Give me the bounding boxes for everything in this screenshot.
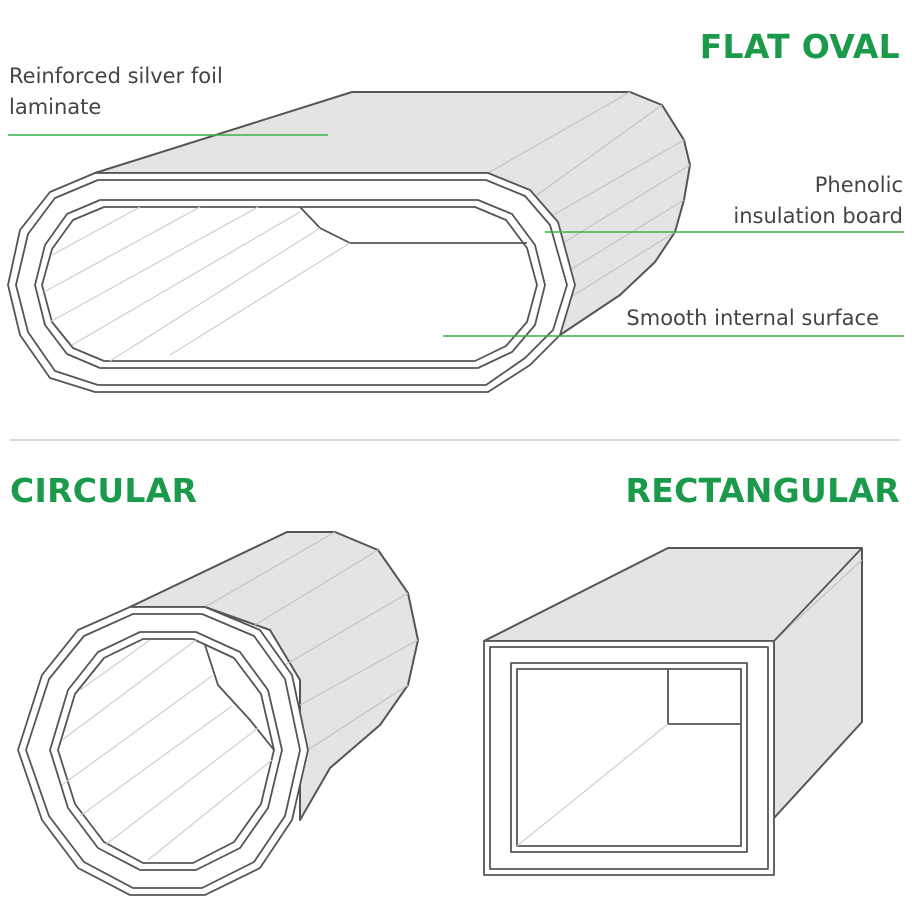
flat-oval-title: FLAT OVAL — [699, 27, 900, 66]
flat-oval-outer-ring-inner — [15, 179, 568, 386]
circular-outer-ring-inner — [25, 613, 301, 889]
circular-duct — [17, 531, 419, 896]
circular-bore — [57, 638, 275, 864]
flat-oval-bore — [41, 206, 538, 362]
circular-title: CIRCULAR — [10, 471, 198, 510]
flat-oval-inner-hatch — [43, 206, 351, 362]
board-callout-line2: insulation board — [733, 204, 903, 228]
rectangular-title: RECTANGULAR — [625, 471, 900, 510]
foil-callout-line2: laminate — [9, 95, 102, 119]
flat-oval-duct — [7, 91, 691, 393]
circular-inner-hatch — [61, 639, 273, 861]
circular-facets — [204, 531, 419, 756]
foil-callout-line1: Reinforced silver foil — [9, 64, 223, 88]
flat-oval-inner-ring — [34, 199, 546, 369]
board-callout-label: Phenolic insulation board — [733, 170, 903, 232]
rectangular-inner-frame — [510, 662, 748, 853]
rectangular-duct — [483, 547, 863, 876]
surface-callout-label: Smooth internal surface — [626, 306, 879, 330]
circular-inner-ring — [49, 631, 283, 871]
circular-duct-body — [129, 531, 419, 821]
foil-callout-label: Reinforced silver foil laminate — [9, 61, 223, 123]
board-callout-line1: Phenolic — [814, 173, 903, 197]
